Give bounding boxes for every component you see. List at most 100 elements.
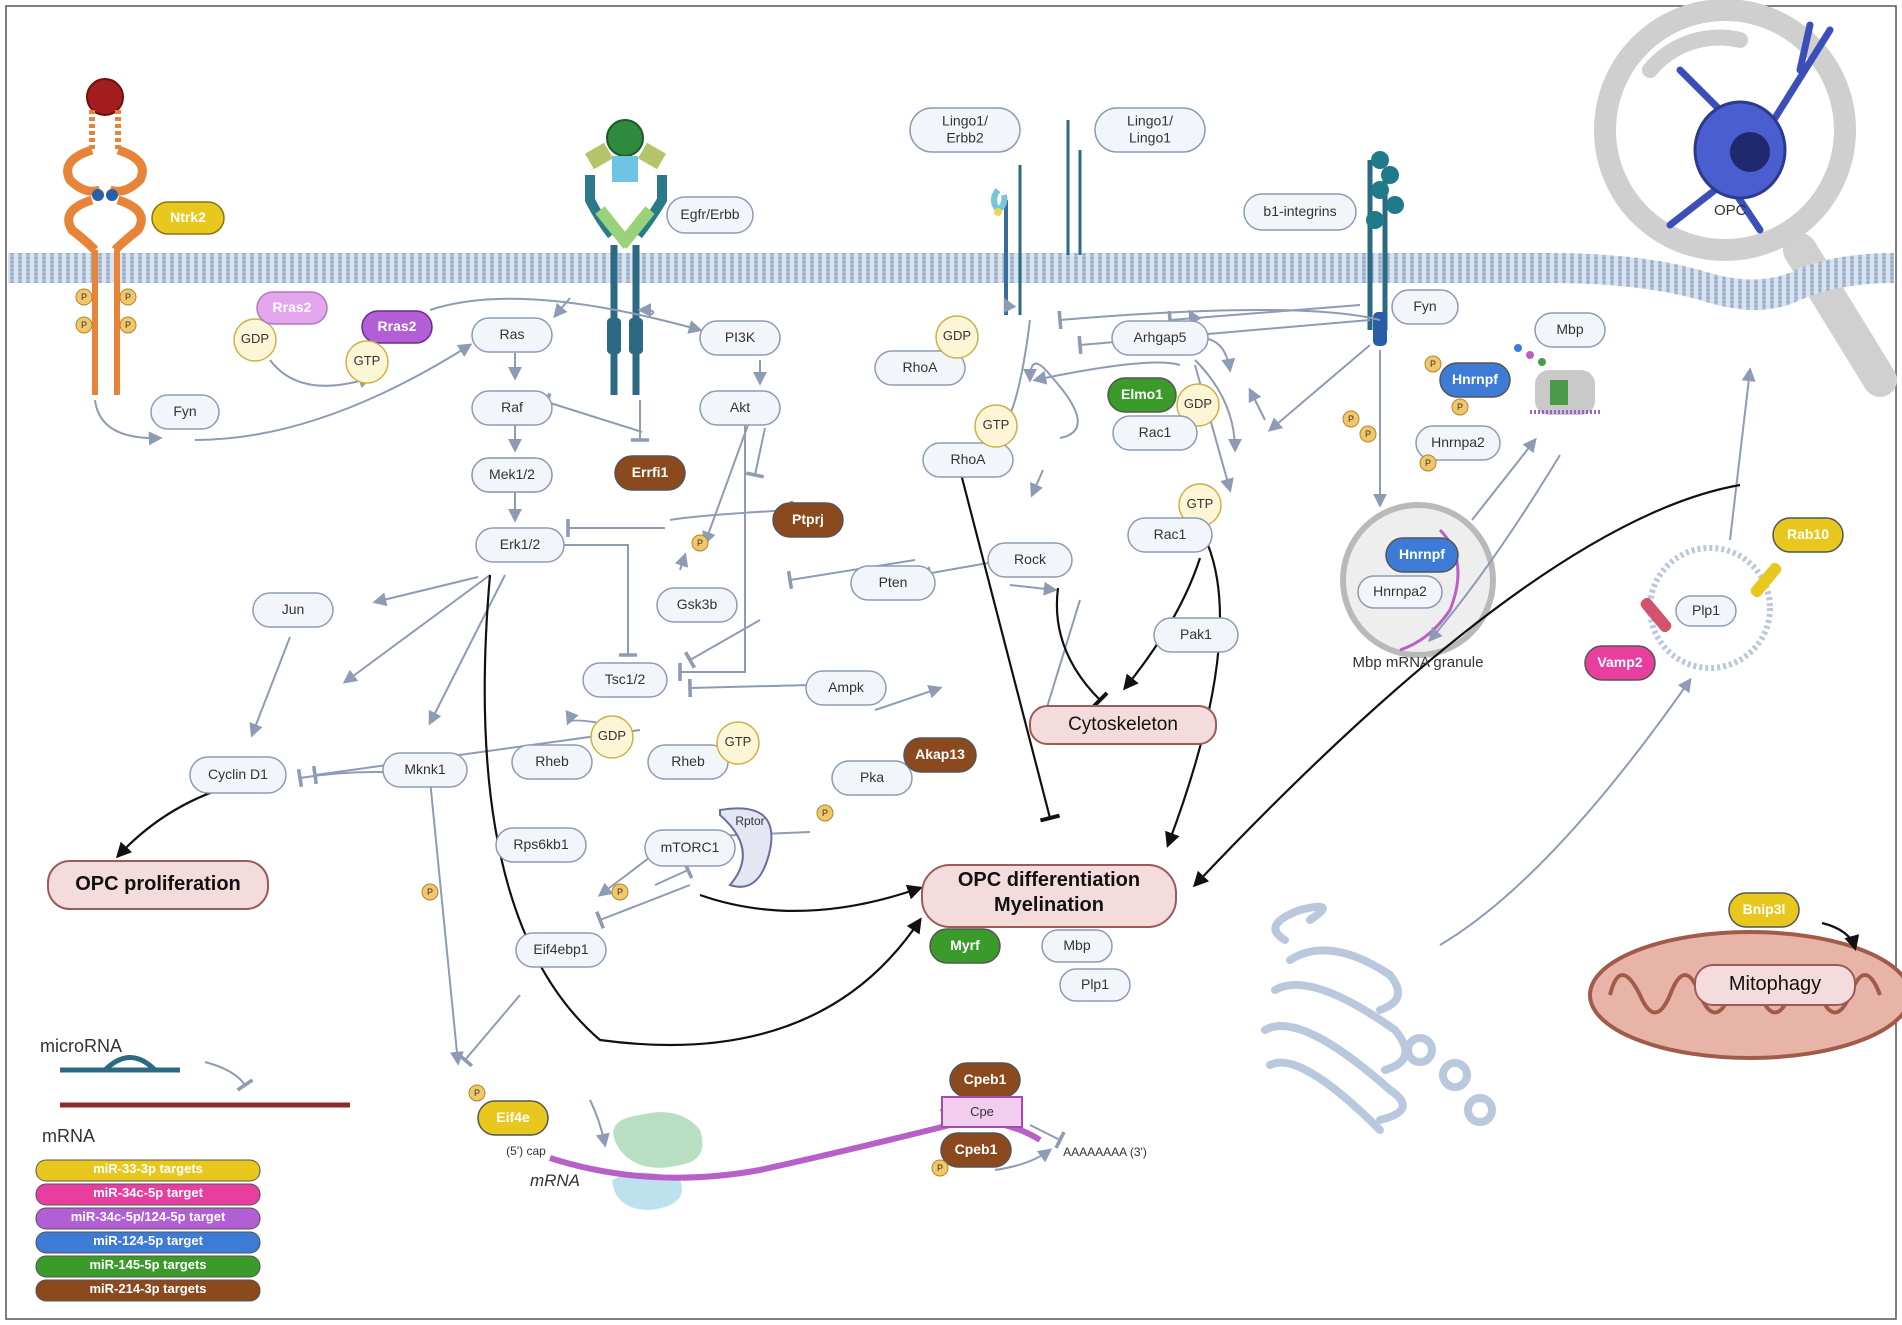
b1-integrin-icon [1366, 151, 1404, 346]
phosphate-label: P [1457, 402, 1463, 412]
edge [687, 678, 811, 698]
pi3k: PI3K [699, 320, 781, 356]
phosphate-icon: P [421, 883, 439, 901]
plp1-bottom-label: Plp1 [1081, 976, 1109, 992]
eif4ebp1: Eif4ebp1 [515, 932, 607, 968]
rhoa-gtp-label: RhoA [950, 451, 986, 467]
edge [699, 884, 923, 912]
legend-item: miR-34c-5p/124-5p target [35, 1207, 261, 1230]
edge [1248, 387, 1266, 421]
gtp-3-label: GTP [983, 417, 1010, 432]
legend-item-label: miR-34c-5p target [93, 1185, 203, 1200]
edge [786, 559, 916, 590]
edge [654, 861, 694, 886]
ribosome-icon [612, 1112, 703, 1210]
gdp-4: GDP [1176, 383, 1220, 427]
edge [1032, 361, 1181, 385]
tsc1-2: Tsc1/2 [582, 662, 668, 698]
poly-a-tail-label: AAAAAAAA (3') [1063, 1145, 1147, 1159]
edge [589, 1099, 610, 1148]
mbp-bottom-label: Mbp [1063, 937, 1090, 953]
legend-microrna-label: microRNA [40, 1036, 122, 1056]
rheb-gtp-label: Rheb [671, 753, 705, 769]
edge [1192, 483, 1741, 888]
edge [678, 420, 746, 681]
hnrnpa2-top: Hnrnpa2 [1415, 425, 1501, 461]
hnrnpf-granule: Hnrnpf [1385, 537, 1459, 573]
hnrnpf-top: Hnrnpf [1439, 362, 1511, 398]
cpe-box: Cpe [941, 1096, 1023, 1128]
edge [1439, 677, 1692, 946]
vesicle-icon [1640, 545, 1782, 671]
phosphate-label: P [1425, 458, 1431, 468]
eif4e-label: Eif4e [496, 1109, 530, 1125]
arhgap5-label: Arhgap5 [1134, 329, 1187, 345]
erk: Erk1/2 [475, 527, 565, 563]
plp1-bottom: Plp1 [1059, 968, 1131, 1002]
pak1: Pak1 [1153, 617, 1239, 653]
cytoskeleton: Cytoskeleton [1029, 705, 1217, 745]
edge [1023, 362, 1079, 439]
rhoa-gdp: RhoA [874, 350, 966, 386]
cyclin-d1-label: Cyclin D1 [208, 766, 268, 782]
mitophagy: Mitophagy [1694, 964, 1856, 1006]
plp1-vesicle-label: Plp1 [1692, 602, 1720, 618]
raf: Raf [471, 390, 553, 426]
fyn-right: Fyn [1391, 289, 1459, 325]
bnip3l: Bnip3l [1728, 892, 1800, 928]
edge [428, 574, 506, 726]
mknk1-label: Mknk1 [404, 761, 445, 777]
edge [1821, 921, 1860, 951]
phosphate-icon: P [119, 316, 137, 334]
phosphate-label: P [1365, 429, 1371, 439]
phosphate-icon: P [1342, 410, 1360, 428]
gdp-3-label: GDP [943, 328, 971, 343]
rock-label: Rock [1014, 551, 1047, 567]
edge [874, 684, 943, 711]
opc-proliferation-label: OPC proliferation [75, 873, 241, 895]
edge [1729, 367, 1756, 541]
edge [702, 424, 749, 546]
mitophagy-label: Mitophagy [1729, 973, 1821, 995]
rptor-icon: Rptor [719, 807, 773, 888]
akap13-label: Akap13 [915, 746, 965, 762]
edge [1057, 309, 1381, 330]
lingo1-lingo1-label: Lingo1/Lingo1 [1094, 107, 1206, 153]
rps6kb1: Rps6kb1 [495, 827, 587, 863]
erk-label: Erk1/2 [500, 536, 541, 552]
edge [483, 574, 922, 1047]
microrna-legend-icon [60, 1055, 350, 1108]
phosphate-label: P [125, 320, 131, 330]
cpeb1-bottom: Cpeb1 [940, 1132, 1012, 1168]
legend-item-label: miR-124-5p target [93, 1233, 203, 1248]
five-prime-cap-label: (5') cap [506, 1144, 546, 1158]
phosphate-label: P [125, 292, 131, 302]
phosphate-label: P [1348, 414, 1354, 424]
gdp-1-label: GDP [241, 331, 269, 346]
mtorc1: mTORC1 [644, 829, 736, 867]
errfi1: Errfi1 [614, 455, 686, 491]
egfr-label-label: Egfr/Erbb [680, 206, 739, 222]
fyn-right-label: Fyn [1413, 298, 1436, 314]
phosphate-icon: P [816, 804, 834, 822]
differentiation-label: OPC differentiation [958, 869, 1140, 891]
rheb-gtp: Rheb [647, 744, 729, 780]
legend-item: miR-214-3p targets [35, 1279, 261, 1302]
cytoskeleton-label: Cytoskeleton [1068, 714, 1178, 735]
elmo1-label: Elmo1 [1121, 386, 1163, 402]
phosphate-icon: P [1451, 398, 1469, 416]
fyn-left: Fyn [150, 394, 220, 430]
ntrk2-badge-label: Ntrk2 [170, 209, 206, 225]
gdp-3: GDP [935, 315, 979, 359]
myrf: Myrf [929, 928, 1001, 964]
edge [456, 994, 521, 1068]
myelination-label: Myelination [994, 894, 1104, 916]
b1-integrins-label: b1-integrins [1243, 193, 1357, 231]
edge [553, 297, 571, 319]
ptprj: Ptprj [772, 502, 844, 538]
edge [542, 392, 643, 433]
rps6kb1-label: Rps6kb1 [513, 836, 568, 852]
eif4ebp1-label: Eif4ebp1 [533, 941, 588, 957]
edge [194, 343, 473, 441]
